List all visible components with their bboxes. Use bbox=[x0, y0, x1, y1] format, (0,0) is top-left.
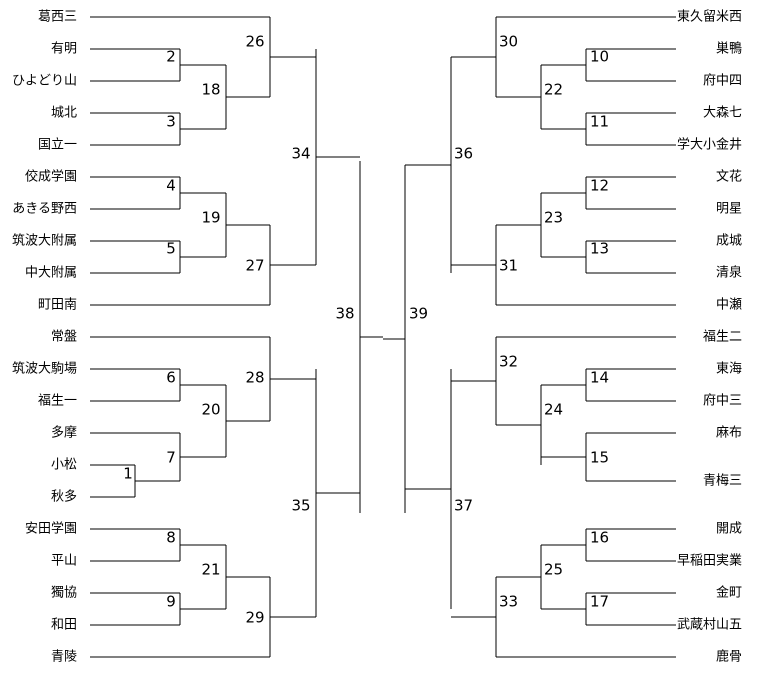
match-number: 10 bbox=[590, 48, 609, 66]
match-number: 15 bbox=[590, 449, 609, 467]
match-number: 13 bbox=[590, 240, 609, 258]
left-team-name: 中大附属 bbox=[25, 266, 77, 281]
match-number: 5 bbox=[166, 240, 176, 258]
match-number: 27 bbox=[245, 257, 264, 275]
right-team-name: 東久留米西 bbox=[677, 9, 742, 25]
right-team-name: 府中三 bbox=[703, 394, 742, 409]
left-team-name: 獨協 bbox=[51, 586, 77, 601]
match-number: 37 bbox=[454, 497, 473, 515]
match-number: 19 bbox=[201, 209, 220, 227]
match-number: 39 bbox=[409, 305, 428, 323]
right-team-name: 学大小金井 bbox=[677, 137, 742, 153]
left-team-name: 城北 bbox=[51, 106, 77, 121]
left-team-name: ひよどり山 bbox=[12, 74, 77, 89]
right-team-name: 早稲田実業 bbox=[677, 553, 742, 569]
match-number: 9 bbox=[166, 593, 176, 611]
left-team-name: 小松 bbox=[51, 458, 77, 473]
match-number: 2 bbox=[166, 48, 176, 66]
match-number: 1 bbox=[123, 465, 133, 483]
match-number: 21 bbox=[201, 561, 220, 579]
match-number: 28 bbox=[245, 369, 264, 387]
right-team-name: 中瀬 bbox=[716, 298, 742, 313]
match-number: 14 bbox=[590, 369, 609, 387]
left-team-name: 平山 bbox=[51, 554, 77, 569]
left-team-name: 多摩 bbox=[51, 425, 77, 441]
left-team-name: 安田学園 bbox=[25, 521, 77, 537]
right-team-name: 明星 bbox=[716, 202, 742, 217]
match-number: 36 bbox=[454, 145, 473, 163]
left-team-name: あきる野西 bbox=[12, 202, 77, 217]
match-number: 22 bbox=[544, 81, 563, 99]
right-team-name: 青梅三 bbox=[703, 474, 742, 489]
left-team-name: 葛西三 bbox=[38, 10, 77, 25]
match-number: 38 bbox=[335, 305, 354, 323]
match-number: 24 bbox=[544, 401, 563, 419]
match-number: 7 bbox=[166, 449, 176, 467]
left-team-name: 秋多 bbox=[51, 489, 77, 505]
bracket-labels: 葛西三有明ひよどり山城北国立一佼成学園あきる野西筑波大附属中大附属町田南常盤筑波… bbox=[12, 9, 742, 665]
left-team-name: 和田 bbox=[51, 618, 77, 633]
right-team-name: 大森七 bbox=[703, 106, 742, 121]
match-number: 18 bbox=[201, 81, 220, 99]
left-team-name: 町田南 bbox=[38, 297, 77, 313]
match-number: 20 bbox=[201, 401, 220, 419]
match-number: 35 bbox=[291, 497, 310, 515]
right-team-name: 成城 bbox=[716, 234, 742, 249]
right-team-name: 鹿骨 bbox=[716, 649, 742, 665]
match-number: 32 bbox=[499, 353, 518, 371]
left-team-name: 常盤 bbox=[51, 330, 77, 345]
match-number: 31 bbox=[499, 257, 518, 275]
right-team-name: 巣鴨 bbox=[716, 42, 742, 57]
right-team-name: 東海 bbox=[716, 361, 742, 377]
left-team-name: 青陵 bbox=[51, 650, 77, 665]
right-team-name: 福生二 bbox=[703, 330, 742, 345]
match-number: 33 bbox=[499, 593, 518, 611]
right-team-name: 麻布 bbox=[716, 426, 742, 441]
match-number: 3 bbox=[166, 113, 176, 131]
left-team-name: 筑波大附属 bbox=[12, 233, 77, 249]
match-number: 17 bbox=[590, 593, 609, 611]
match-number: 30 bbox=[499, 33, 518, 51]
match-number: 6 bbox=[166, 369, 176, 387]
left-team-name: 国立一 bbox=[38, 138, 77, 153]
match-number: 29 bbox=[245, 609, 264, 627]
left-team-name: 有明 bbox=[51, 42, 77, 57]
left-team-name: 佼成学園 bbox=[25, 169, 77, 185]
match-number: 26 bbox=[245, 33, 264, 51]
match-number: 4 bbox=[166, 177, 176, 195]
bracket-lines bbox=[90, 16, 676, 658]
match-number: 23 bbox=[544, 209, 563, 227]
left-team-name: 筑波大駒場 bbox=[12, 361, 77, 377]
match-number: 12 bbox=[590, 177, 609, 195]
match-number: 34 bbox=[291, 145, 310, 163]
right-team-name: 清泉 bbox=[716, 265, 742, 281]
match-number: 25 bbox=[544, 561, 563, 579]
match-number: 8 bbox=[166, 529, 176, 547]
match-number: 11 bbox=[590, 113, 609, 131]
right-team-name: 武蔵村山五 bbox=[677, 618, 742, 633]
right-team-name: 文花 bbox=[716, 169, 742, 185]
right-team-name: 府中四 bbox=[703, 74, 742, 89]
match-number: 16 bbox=[590, 529, 609, 547]
right-team-name: 開成 bbox=[716, 522, 742, 537]
right-team-name: 金町 bbox=[716, 585, 742, 601]
left-team-name: 福生一 bbox=[38, 394, 77, 409]
